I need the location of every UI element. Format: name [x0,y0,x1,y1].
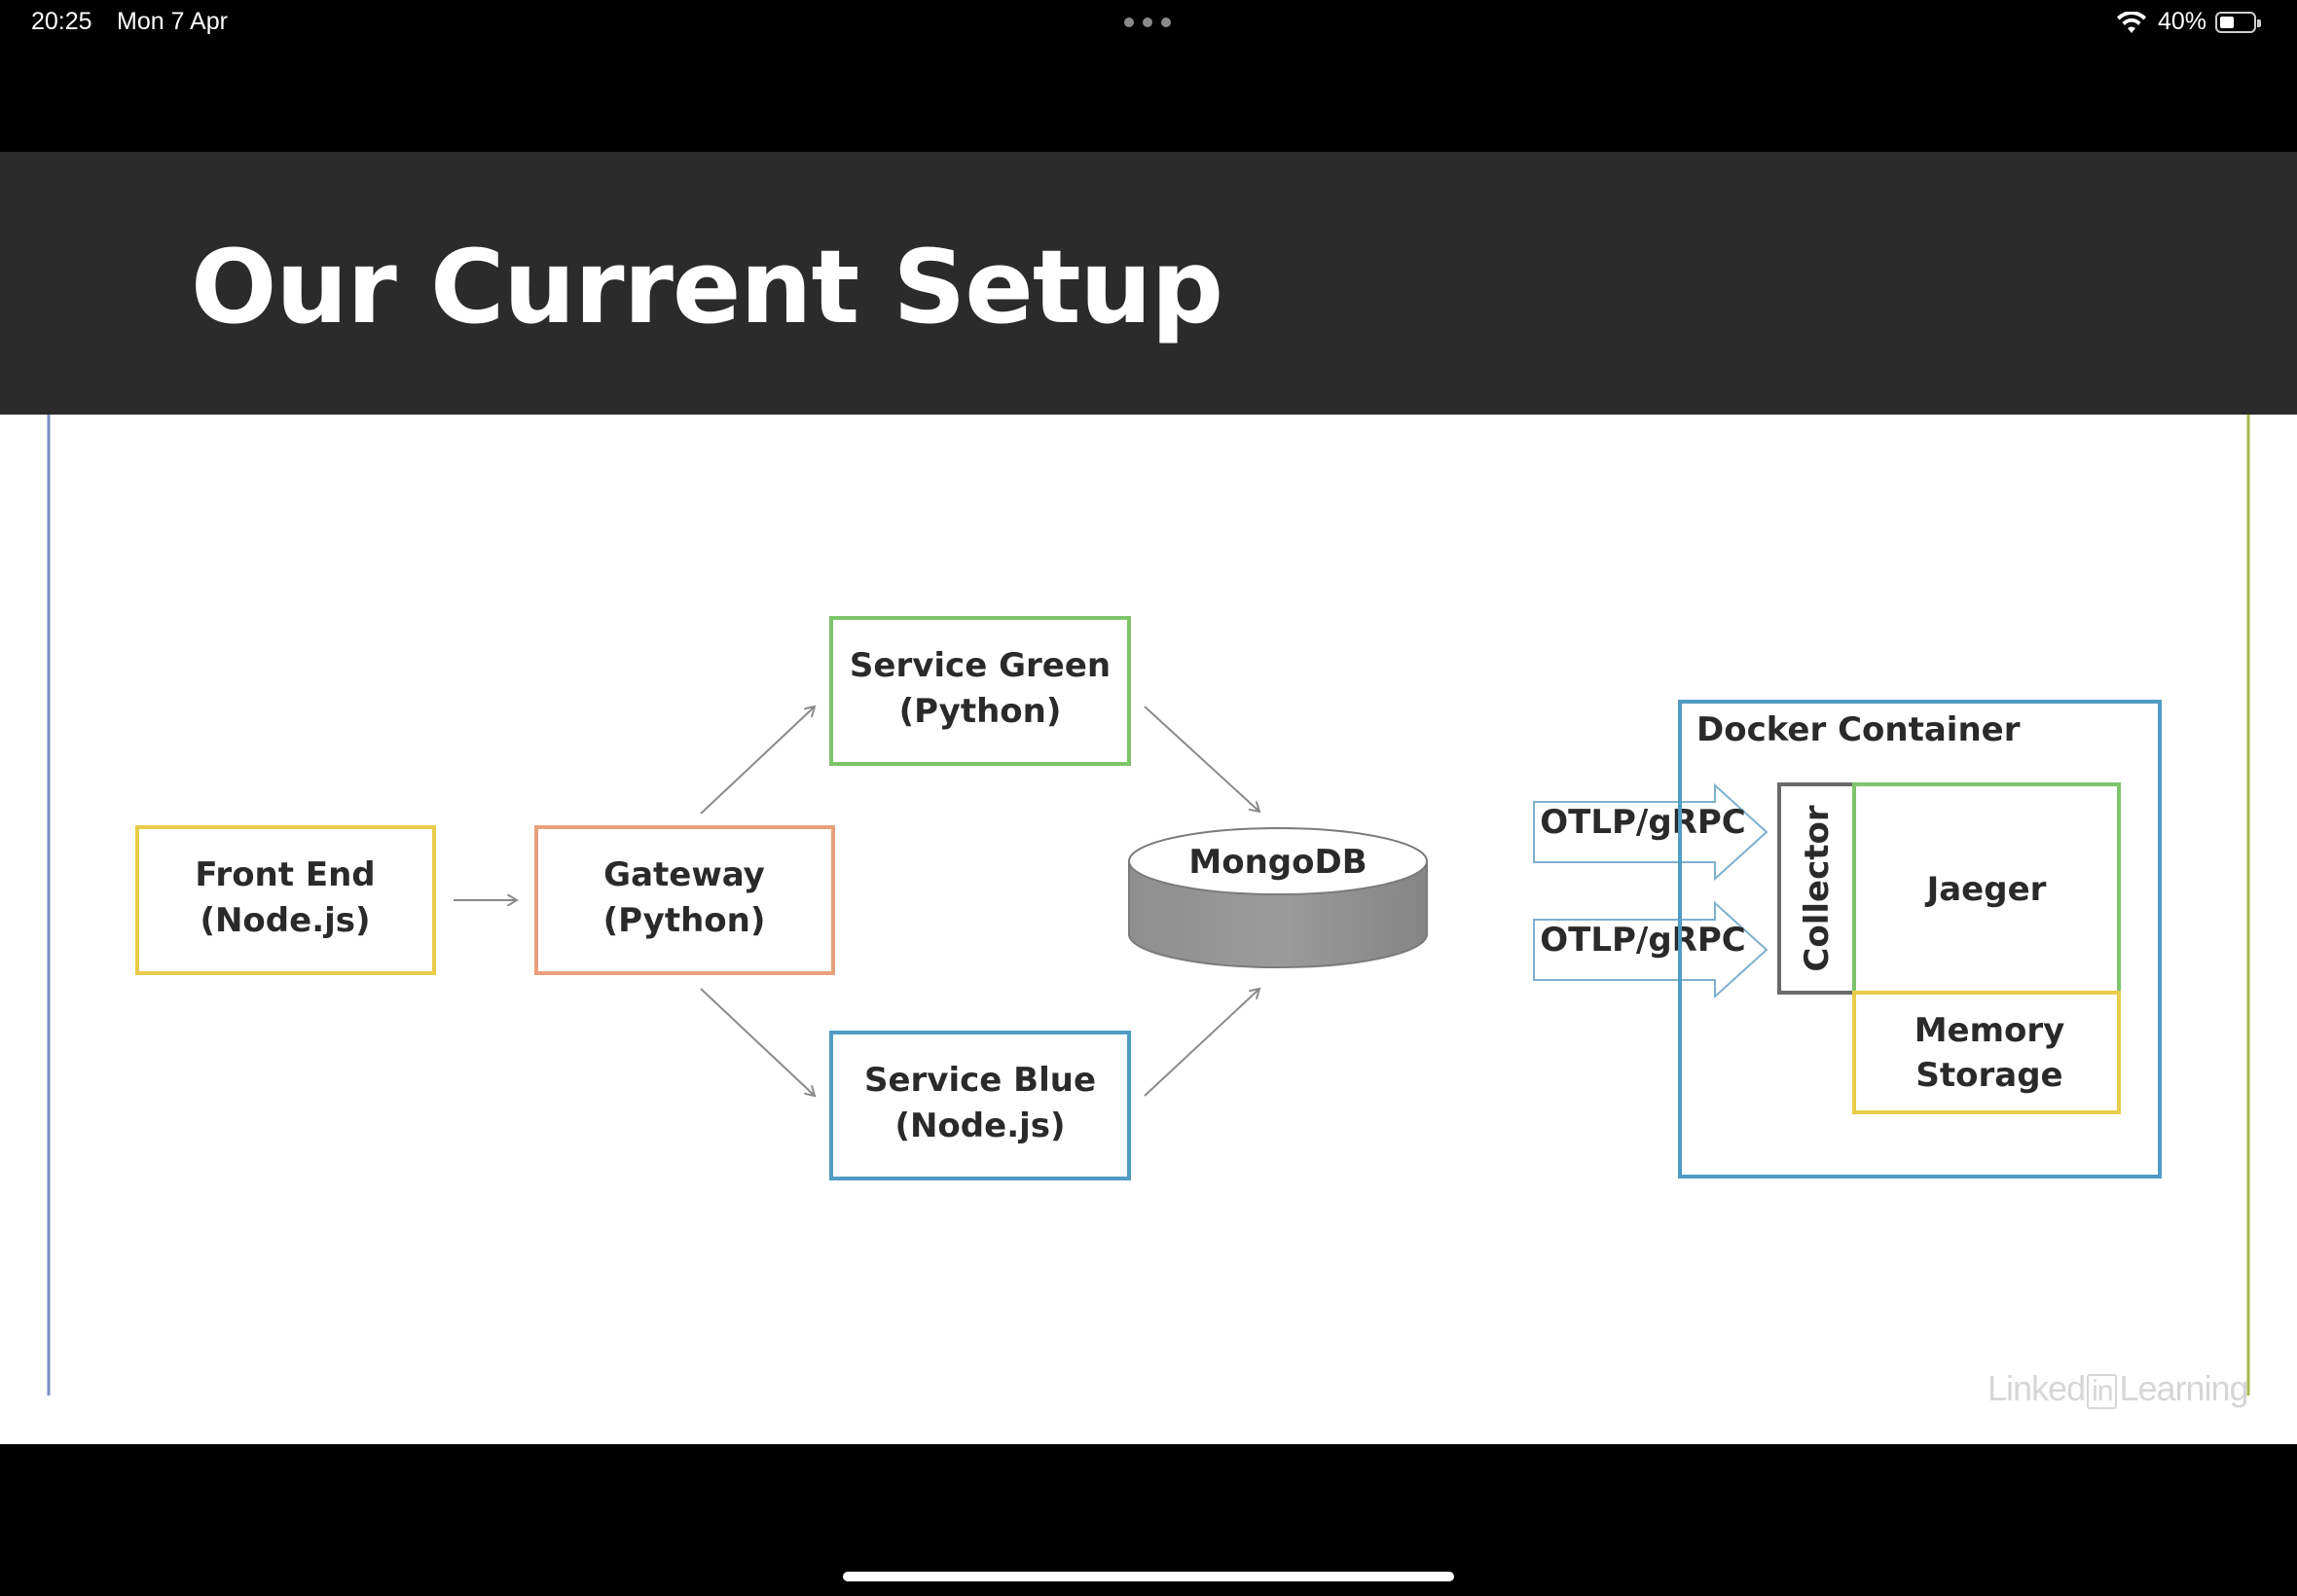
otlp-arrow-top: OTLP/gRPC [1533,782,1768,882]
slide-header: Our Current Setup [0,152,2297,415]
memory-storage-label-line2: Storage [1915,1056,2062,1095]
service-blue-runtime: (Node.js) [894,1106,1065,1145]
memory-storage-label-line1: Memory [1914,1011,2065,1050]
otlp-bottom-label: OTLP/gRPC [1540,921,1746,960]
arrow-green-to-mongodb [1144,706,1259,812]
gateway-label: Gateway [603,855,765,894]
front-end-runtime: (Node.js) [200,901,370,940]
jaeger-label: Jaeger [1925,870,2047,909]
docker-container-label: Docker Container [1696,710,2021,749]
collector-box: Collector [1777,782,1856,995]
jaeger-box: Jaeger [1852,782,2121,995]
front-end-box: Front End (Node.js) [135,825,436,975]
gateway-box: Gateway (Python) [534,825,835,975]
architecture-diagram: Front End (Node.js) Gateway (Python) Ser… [47,415,2250,1397]
arrow-blue-to-mongodb [1144,989,1259,1097]
presentation-slide: Our Current Setup [0,152,2297,1444]
status-bar: 20:25 Mon 7 Apr 40% [0,0,2297,47]
memory-storage-box: Memory Storage [1852,991,2121,1114]
wifi-icon [2117,12,2146,33]
gateway-runtime: (Python) [603,901,766,940]
front-end-label: Front End [195,855,375,894]
service-green-runtime: (Python) [899,692,1062,731]
service-green-box: Service Green (Python) [829,616,1131,766]
collector-label: Collector [1798,805,1837,971]
service-blue-label: Service Blue [864,1061,1096,1100]
home-indicator[interactable] [843,1572,1454,1581]
otlp-arrow-bottom: OTLP/gRPC [1533,900,1768,999]
watermark-learning: Learning [2119,1368,2248,1408]
slide-frame [47,415,2250,1397]
watermark-linked: Linked [1987,1368,2086,1408]
slide-title: Our Current Setup [191,228,1223,346]
mongodb-label: MongoDB [1188,843,1367,882]
connector-arrows [454,707,1259,1096]
status-time: 20:25 [31,8,92,35]
otlp-top-label: OTLP/gRPC [1540,803,1746,842]
mongodb-cylinder: MongoDB [1128,827,1428,968]
watermark-in: in [2087,1374,2118,1409]
status-date: Mon 7 Apr [117,8,228,35]
service-blue-box: Service Blue (Node.js) [829,1031,1131,1180]
service-green-label: Service Green [850,646,1111,685]
battery-percent: 40% [2158,8,2207,35]
multitasking-dots-icon[interactable] [1124,18,1171,29]
arrow-gateway-to-blue [700,988,815,1096]
battery-icon [2215,12,2261,33]
arrow-gateway-to-green [700,707,815,815]
docker-container-box: Docker Container [1678,700,2162,1179]
